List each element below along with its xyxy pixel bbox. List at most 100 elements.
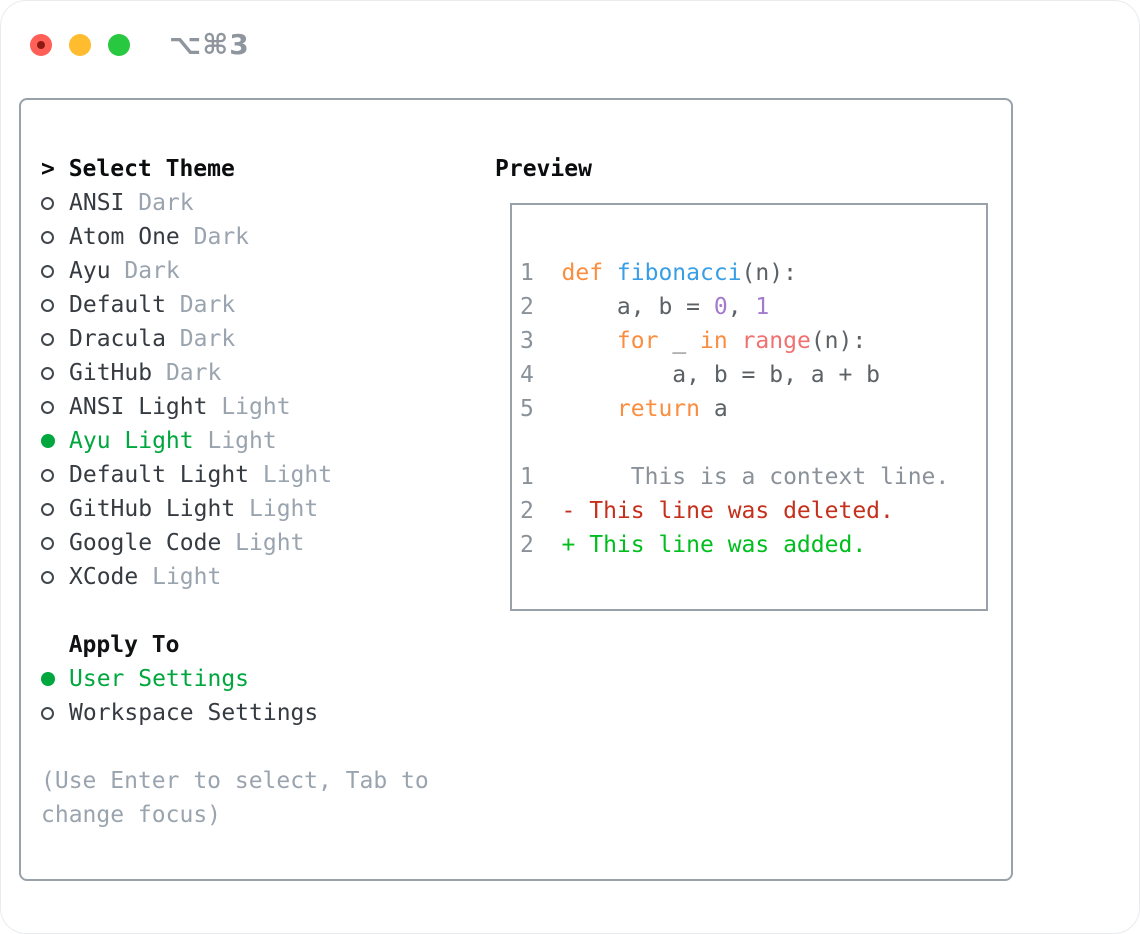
radio-icon xyxy=(41,298,54,312)
radio-icon xyxy=(41,230,54,244)
titlebar: ⌥⌘3 xyxy=(30,28,250,61)
preview-line: 1 This is a context line. xyxy=(520,460,982,494)
theme-item-label: ANSI xyxy=(69,190,125,216)
radio-selected-icon xyxy=(41,434,55,448)
theme-item-label: ANSI Light xyxy=(69,394,208,420)
code-token-kw: for xyxy=(616,328,659,354)
theme-item-github-light[interactable]: GitHub Light Light xyxy=(41,492,481,526)
theme-item-label: Dracula xyxy=(69,326,166,352)
theme-item-ansi[interactable]: ANSI Dark xyxy=(41,186,481,220)
preview-line: 1 def fibonacci(n): xyxy=(520,256,982,290)
code-token-del: - This line was deleted. xyxy=(561,498,894,524)
code-token-num: 0 xyxy=(713,294,728,320)
code-token-ctx: This is a context line. xyxy=(561,464,950,490)
code-content: def fibonacci(n): xyxy=(562,260,797,286)
radio-icon xyxy=(41,502,54,516)
line-number: 4 xyxy=(520,362,534,388)
code-content: This is a context line. xyxy=(562,464,950,490)
radio-icon xyxy=(41,706,54,720)
theme-item-label: GitHub xyxy=(69,360,153,386)
select-theme-header: > Select Theme xyxy=(41,152,481,186)
code-token-fg xyxy=(562,328,617,354)
keyboard-hint: (Use Enter to select, Tab to change focu… xyxy=(41,768,429,828)
theme-item-label: Ayu xyxy=(69,258,111,284)
code-token-fg xyxy=(728,328,742,354)
theme-variant-label: Light xyxy=(249,496,319,522)
code-token-fg: a xyxy=(700,396,728,422)
code-content: a, b = 0, 1 xyxy=(561,294,770,320)
theme-variant-label: Light xyxy=(207,428,277,454)
theme-item-label: Google Code xyxy=(69,530,222,556)
line-number: 2 xyxy=(520,498,534,524)
apply-option-label: User Settings xyxy=(69,666,250,692)
theme-variant-label: Dark xyxy=(165,360,222,386)
radio-icon xyxy=(41,264,54,278)
code-token-num: 1 xyxy=(755,294,770,320)
theme-variant-label: Dark xyxy=(124,258,180,284)
code-content: + This line was added. xyxy=(562,532,867,558)
code-token-kw: def xyxy=(561,260,617,286)
radio-icon xyxy=(41,366,54,380)
theme-item-label: XCode xyxy=(69,564,139,590)
theme-variant-label: Light xyxy=(152,564,222,590)
code-token-fg: a, b = xyxy=(561,294,714,320)
theme-item-ansi-light[interactable]: ANSI Light Light xyxy=(41,390,481,424)
cursor-prompt-icon: > xyxy=(41,156,55,182)
line-number: 5 xyxy=(520,396,534,422)
code-token-fg: a, b = b, a + b xyxy=(561,362,881,388)
theme-variant-label: Light xyxy=(221,394,291,420)
theme-variant-label: Dark xyxy=(193,224,250,250)
line-number: 1 xyxy=(520,260,534,286)
theme-item-label: Default xyxy=(69,292,166,318)
theme-variant-label: Dark xyxy=(179,326,236,352)
code-token-fg: (n): xyxy=(741,260,797,286)
preview-code: 1 def fibonacci(n): 2 a, b = 0, 1 3 for _ i… xyxy=(520,256,982,562)
code-content: - This line was deleted. xyxy=(562,498,894,524)
code-content: return a xyxy=(562,396,728,422)
spacer xyxy=(41,730,481,764)
line-number: 2 xyxy=(520,294,534,320)
line-number: 1 xyxy=(520,464,534,490)
preview-line: 2 - This line was deleted. xyxy=(520,494,982,528)
code-token-fn: fibonacci xyxy=(616,260,742,286)
theme-item-label: Default Light xyxy=(69,462,250,488)
theme-item-atom-one[interactable]: Atom One Dark xyxy=(41,220,481,254)
select-theme-title: Select Theme xyxy=(68,156,235,182)
theme-item-label: Atom One xyxy=(69,224,180,250)
line-number: 3 xyxy=(520,328,534,354)
code-token-fg: _ xyxy=(658,328,701,354)
radio-icon xyxy=(41,196,54,210)
theme-item-label: GitHub Light xyxy=(69,496,236,522)
minimize-button[interactable] xyxy=(69,33,91,56)
radio-selected-icon xyxy=(41,672,55,686)
theme-item-ayu-light[interactable]: Ayu Light Light xyxy=(41,424,481,458)
preview-line: 2 a, b = 0, 1 xyxy=(520,290,982,324)
theme-item-github[interactable]: GitHub Dark xyxy=(41,356,481,390)
code-token-fg xyxy=(562,396,617,422)
code-token-kw: in xyxy=(700,328,728,354)
preview-line: 2+ This line was added. xyxy=(520,528,982,562)
zoom-button[interactable] xyxy=(108,33,130,56)
theme-item-default-light[interactable]: Default Light Light xyxy=(41,458,481,492)
code-content: a, b = b, a + b xyxy=(561,362,881,388)
preview-line: 4 a, b = b, a + b xyxy=(520,358,982,392)
theme-item-xcode[interactable]: XCode Light xyxy=(41,560,481,594)
apply-option-user-settings[interactable]: User Settings xyxy=(41,662,481,696)
theme-variant-label: Dark xyxy=(138,190,194,216)
radio-icon xyxy=(41,570,54,584)
theme-variant-label: Light xyxy=(262,462,333,488)
preview-header: Preview xyxy=(495,156,592,182)
apply-option-workspace-settings[interactable]: Workspace Settings xyxy=(41,696,481,730)
theme-item-ayu[interactable]: Ayu Dark xyxy=(41,254,481,288)
close-button[interactable] xyxy=(30,33,52,56)
preview-line: 5 return a xyxy=(520,392,982,426)
radio-icon xyxy=(41,536,54,550)
theme-item-label: Ayu Light xyxy=(69,428,194,454)
theme-item-dracula[interactable]: Dracula Dark xyxy=(41,322,481,356)
